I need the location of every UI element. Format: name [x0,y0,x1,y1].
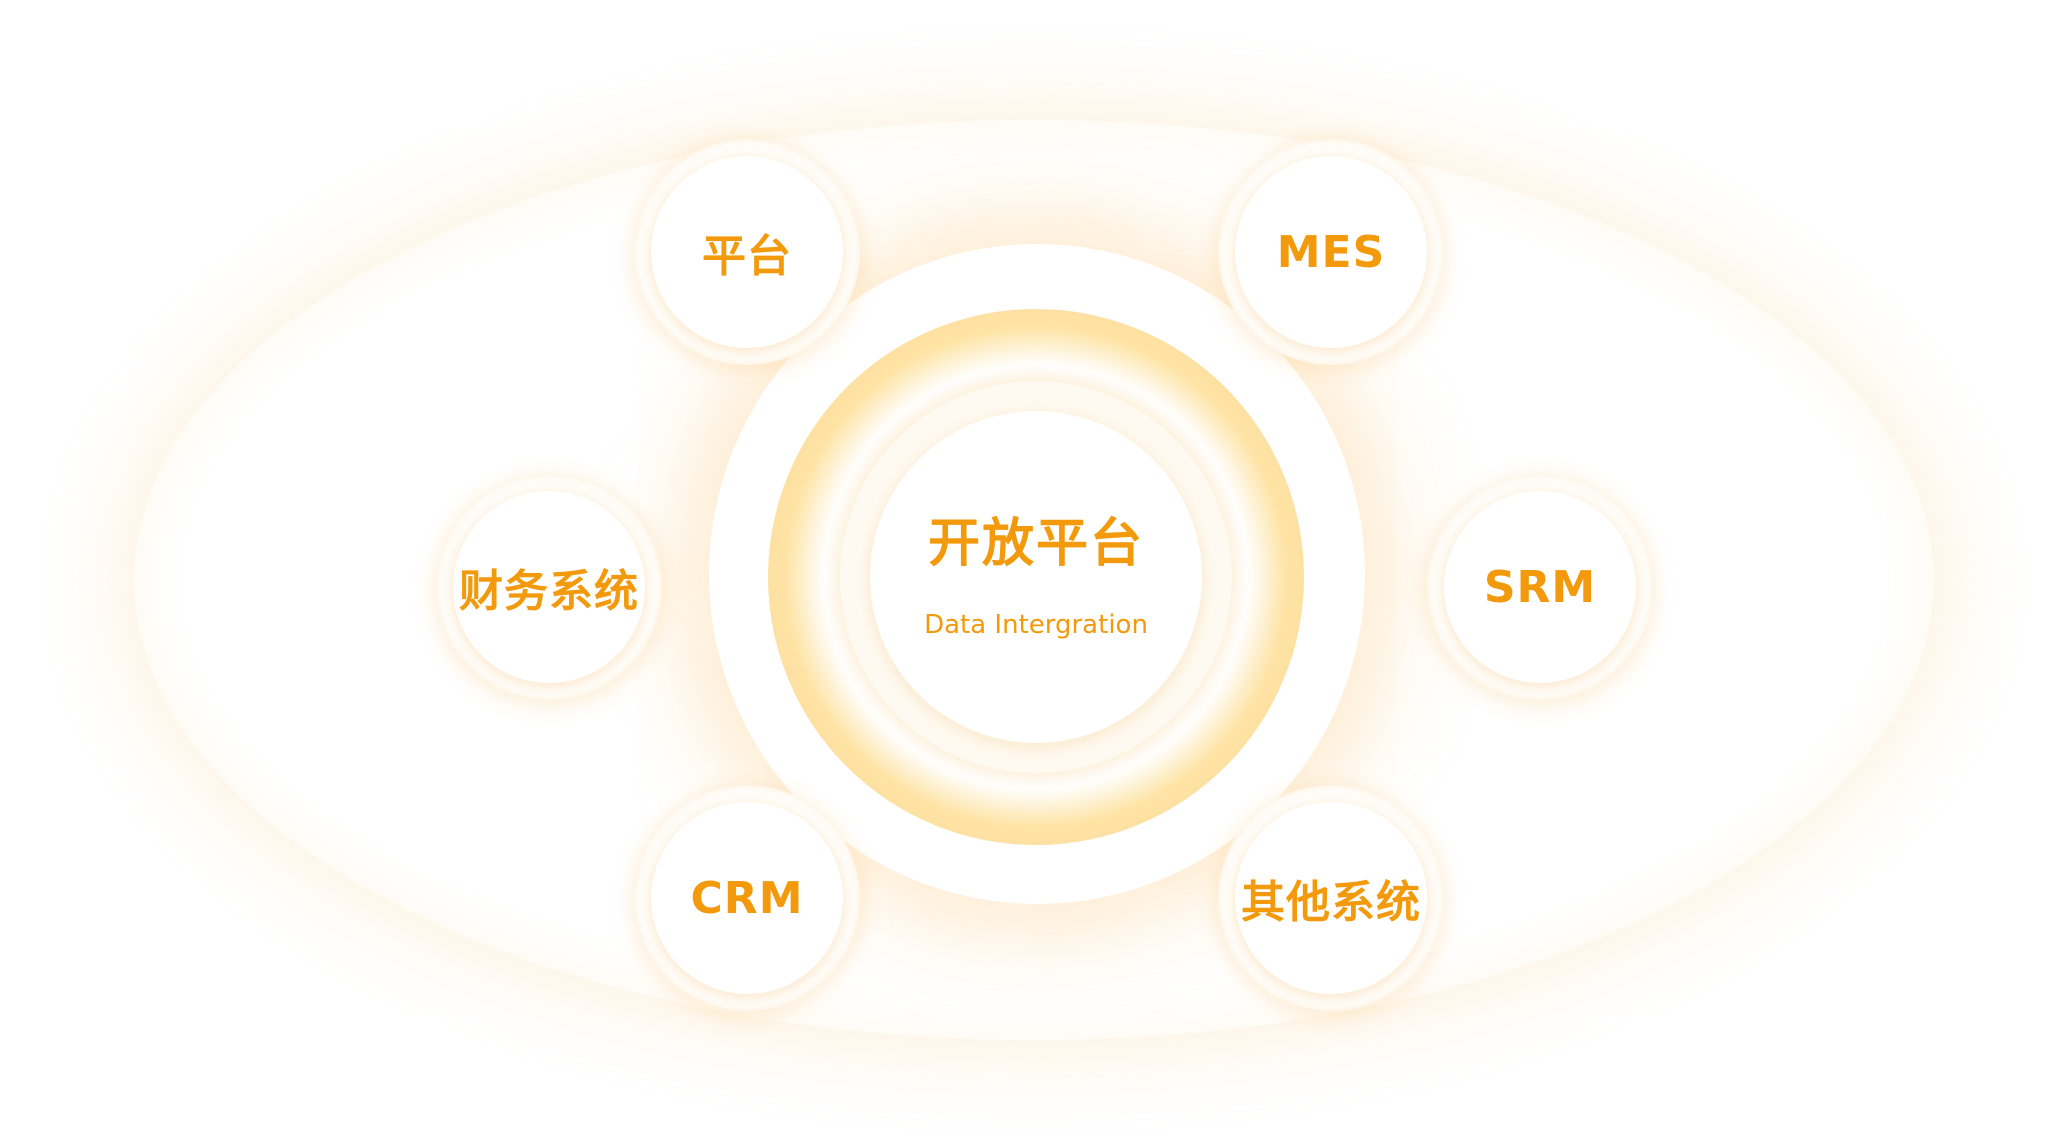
node-label: SRM [1483,561,1597,613]
core-circle [870,411,1202,743]
node-inner-circle [651,156,843,348]
node-inner-circle [651,802,843,994]
node-srm: SRM [1427,474,1653,700]
node-label: 财务系统 [459,566,639,617]
node-label: 其他系统 [1241,877,1421,928]
node-other-systems: 其他系统 [1218,785,1444,1011]
node-platform: 平台 [634,139,860,365]
node-crm: CRM [634,785,860,1011]
center-title: 开放平台 [927,514,1144,574]
center-subtitle: Data Intergration [924,610,1148,640]
node-inner-circle [1235,802,1427,994]
node-label: MES [1276,226,1386,278]
node-inner-circle [1235,156,1427,348]
node-inner-circle [453,491,645,683]
node-mes: MES [1218,139,1444,365]
node-label: 平台 [702,231,792,282]
node-label: CRM [690,872,804,924]
node-inner-circle [1444,491,1636,683]
node-finance-system: 财务系统 [436,474,662,700]
